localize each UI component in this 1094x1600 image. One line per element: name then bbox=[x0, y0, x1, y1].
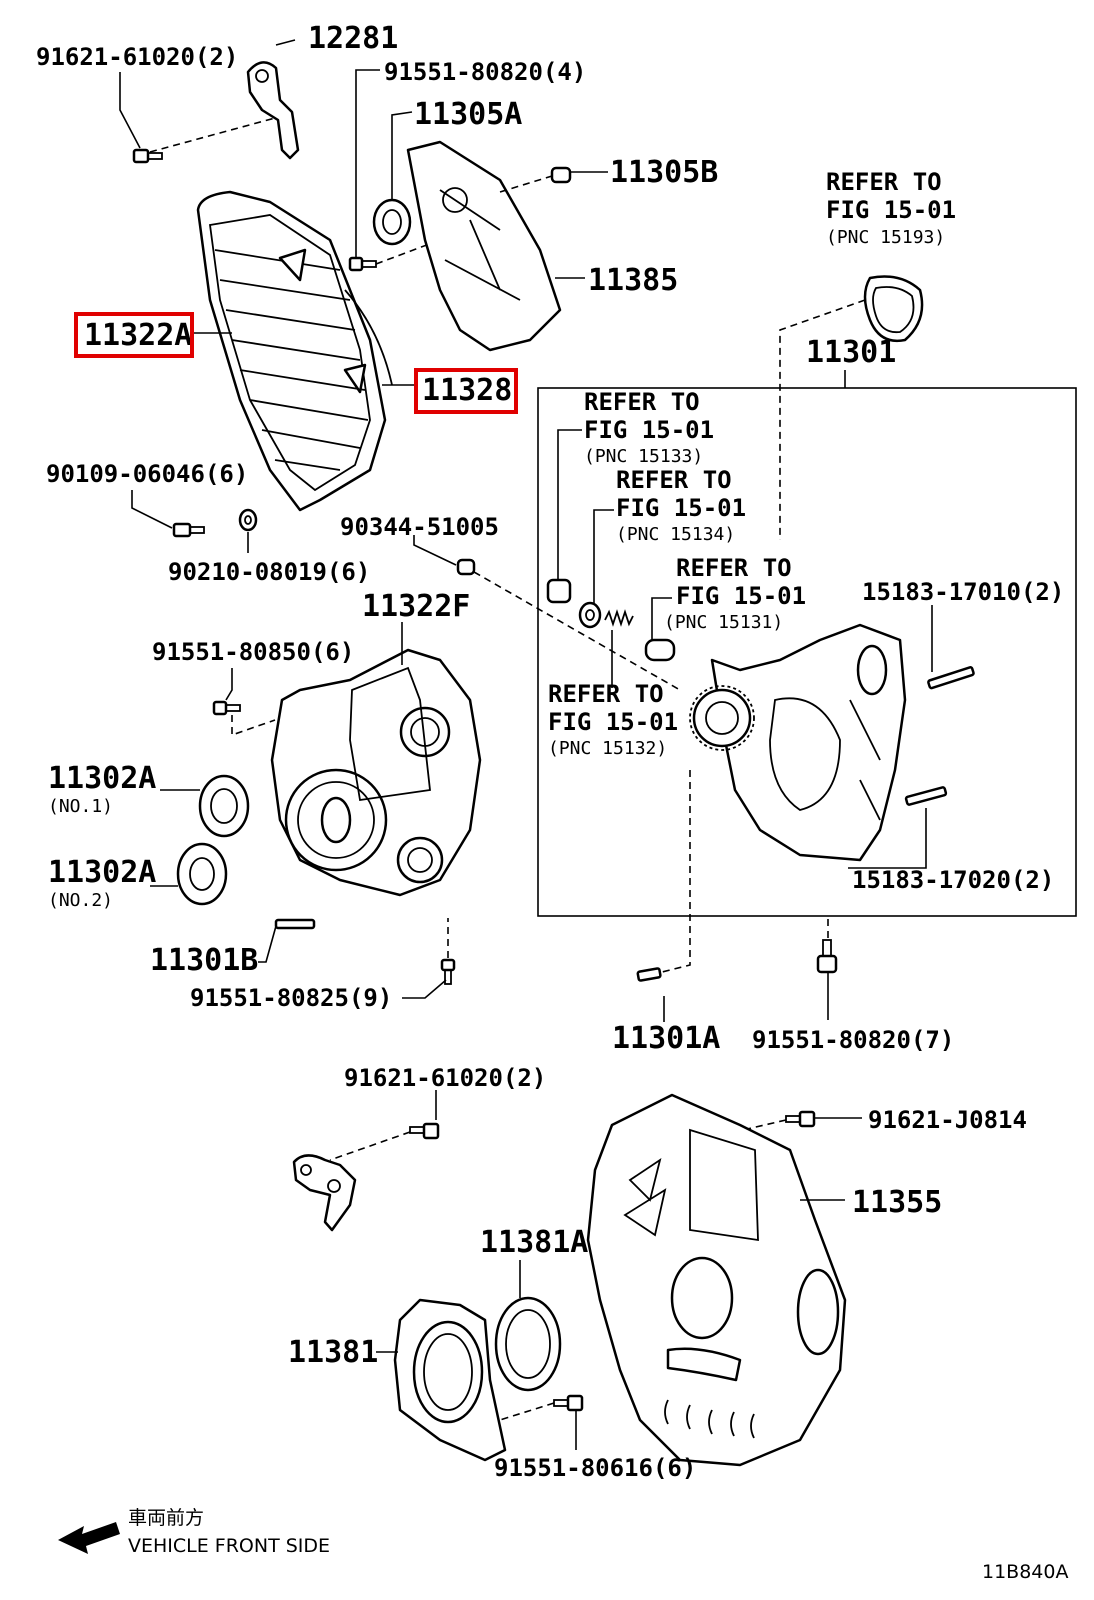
bolt-91621-top-icon[interactable] bbox=[132, 148, 163, 164]
label-11355: 11355 bbox=[852, 1185, 942, 1220]
label-11301B: 11301B bbox=[150, 943, 258, 978]
arrow-left-icon bbox=[58, 1522, 120, 1554]
label-91621-J0814: 91621-J0814 bbox=[868, 1106, 1027, 1134]
svg-text:FIG 15-01: FIG 15-01 bbox=[548, 708, 678, 736]
svg-text:REFER TO: REFER TO bbox=[826, 168, 942, 196]
part-11322A-timing-cover[interactable] bbox=[196, 190, 387, 512]
label-91621-61020-bottom: 91621-61020(2) bbox=[344, 1064, 546, 1092]
ref-block-15132: REFER TO FIG 15-01 (PNC 15132) bbox=[548, 680, 678, 759]
svg-text:(PNC 15132): (PNC 15132) bbox=[548, 738, 667, 759]
part-11355-end-plate[interactable] bbox=[586, 1093, 847, 1467]
washer-90210-icon[interactable] bbox=[238, 508, 258, 532]
label-11302A-no1-sub: (NO.1) bbox=[48, 796, 113, 817]
label-91551-80820-4: 91551-80820(4) bbox=[384, 58, 586, 86]
label-11305B: 11305B bbox=[610, 155, 718, 190]
part-11301-timing-case[interactable] bbox=[689, 623, 907, 862]
part-11328-gasket[interactable] bbox=[344, 289, 393, 386]
label-91551-80825: 91551-80825(9) bbox=[190, 984, 392, 1012]
svg-text:REFER TO: REFER TO bbox=[584, 388, 700, 416]
bolt-91551-80825-icon[interactable] bbox=[440, 958, 456, 985]
legend-jp: 車両前方 bbox=[128, 1507, 204, 1529]
ref-block-15193: REFER TO FIG 15-01 (PNC 15193) bbox=[826, 168, 956, 248]
label-11328[interactable]: 11328 bbox=[422, 373, 512, 408]
seal-15134-icon[interactable] bbox=[578, 601, 602, 629]
label-11381A: 11381A bbox=[480, 1225, 588, 1260]
gasket-ring-15193-icon[interactable] bbox=[863, 275, 924, 343]
highlight-box-11328 bbox=[414, 368, 518, 414]
label-11322A[interactable]: 11322A bbox=[84, 318, 192, 353]
svg-text:REFER TO: REFER TO bbox=[616, 466, 732, 494]
label-12281: 12281 bbox=[308, 21, 398, 56]
stud-15183-17020-icon[interactable] bbox=[904, 786, 948, 806]
label-91551-80850: 91551-80850(6) bbox=[152, 638, 354, 666]
bolt-90109-icon[interactable] bbox=[172, 522, 205, 538]
svg-text:FIG 15-01: FIG 15-01 bbox=[826, 196, 956, 224]
seal-11302A-no2-icon[interactable] bbox=[176, 842, 228, 906]
labels: 12281 91621-61020(2) 91551-80820(4) 1130… bbox=[36, 21, 1064, 1482]
label-11302A-no1: 11302A bbox=[48, 761, 156, 796]
svg-text:(PNC 15131): (PNC 15131) bbox=[664, 612, 783, 633]
label-90344: 90344-51005 bbox=[340, 513, 499, 541]
spring-15132-icon[interactable] bbox=[604, 609, 634, 627]
label-11301: 11301 bbox=[806, 335, 896, 370]
valve-15131-icon[interactable] bbox=[644, 638, 676, 662]
label-11302A-no2: 11302A bbox=[48, 855, 156, 890]
seal-11302A-no1-icon[interactable] bbox=[198, 774, 250, 838]
bolt-91551-80820-4-icon[interactable] bbox=[348, 256, 377, 272]
svg-text:REFER TO: REFER TO bbox=[676, 554, 792, 582]
part-11322F-front-cover[interactable] bbox=[270, 648, 482, 897]
plug-11305B-icon[interactable] bbox=[550, 166, 572, 184]
stud-15183-17010-icon[interactable] bbox=[927, 666, 975, 690]
ref-block-15131: REFER TO FIG 15-01 (PNC 15131) bbox=[664, 554, 806, 633]
svg-text:(PNC 15134): (PNC 15134) bbox=[616, 524, 735, 545]
part-11381-retainer[interactable] bbox=[393, 1298, 507, 1462]
plug-15133-icon[interactable] bbox=[546, 578, 572, 604]
ref-block-15133: REFER TO FIG 15-01 (PNC 15133) bbox=[584, 388, 714, 467]
bolt-91621-J0814-icon[interactable] bbox=[785, 1110, 816, 1128]
stud-11301B-icon[interactable] bbox=[274, 918, 316, 930]
seal-11305A-icon[interactable] bbox=[372, 198, 412, 246]
bolt-91551-80820-7-icon[interactable] bbox=[816, 939, 838, 974]
label-11381: 11381 bbox=[288, 1335, 378, 1370]
svg-text:FIG 15-01: FIG 15-01 bbox=[584, 416, 714, 444]
bolt-91551-80616-icon[interactable] bbox=[553, 1394, 584, 1412]
svg-text:FIG 15-01: FIG 15-01 bbox=[676, 582, 806, 610]
label-11385: 11385 bbox=[588, 263, 678, 298]
svg-text:REFER TO: REFER TO bbox=[548, 680, 664, 708]
label-91551-80820-7: 91551-80820(7) bbox=[752, 1026, 954, 1054]
plug-90344-icon[interactable] bbox=[456, 558, 476, 576]
label-15183-17010: 15183-17010(2) bbox=[862, 578, 1064, 606]
svg-text:(PNC 15193): (PNC 15193) bbox=[826, 227, 945, 248]
label-11322F: 11322F bbox=[362, 589, 470, 624]
label-90210: 90210-08019(6) bbox=[168, 558, 370, 586]
part-bracket-bottom[interactable] bbox=[292, 1154, 357, 1232]
label-91551-80616: 91551-80616(6) bbox=[494, 1454, 696, 1482]
label-90109: 90109-06046(6) bbox=[46, 460, 248, 488]
svg-text:FIG 15-01: FIG 15-01 bbox=[616, 494, 746, 522]
highlight-box-11322A bbox=[74, 312, 194, 358]
vehicle-front-legend: 車両前方 VEHICLE FRONT SIDE bbox=[58, 1507, 330, 1557]
label-11305A: 11305A bbox=[414, 97, 522, 132]
seal-11381A-icon[interactable] bbox=[494, 1296, 562, 1392]
part-11385-cover-plate[interactable] bbox=[406, 140, 562, 352]
ref-block-15134: REFER TO FIG 15-01 (PNC 15134) bbox=[616, 466, 746, 545]
bolt-91551-80850-icon[interactable] bbox=[212, 700, 241, 716]
bolt-91621-bottom-icon[interactable] bbox=[409, 1122, 440, 1140]
label-11301A: 11301A bbox=[612, 1021, 720, 1056]
label-11302A-no2-sub: (NO.2) bbox=[48, 890, 113, 911]
part-12281-bracket[interactable] bbox=[246, 61, 300, 160]
label-91621-61020-top: 91621-61020(2) bbox=[36, 43, 238, 71]
legend-en: VEHICLE FRONT SIDE bbox=[128, 1535, 330, 1557]
label-15183-17020: 15183-17020(2) bbox=[852, 866, 1054, 894]
figure-id: 11B840A bbox=[982, 1561, 1068, 1583]
pin-11301A-icon[interactable] bbox=[636, 967, 662, 982]
assembly-box-11301 bbox=[537, 387, 1077, 917]
svg-text:(PNC 15133): (PNC 15133) bbox=[584, 446, 703, 467]
